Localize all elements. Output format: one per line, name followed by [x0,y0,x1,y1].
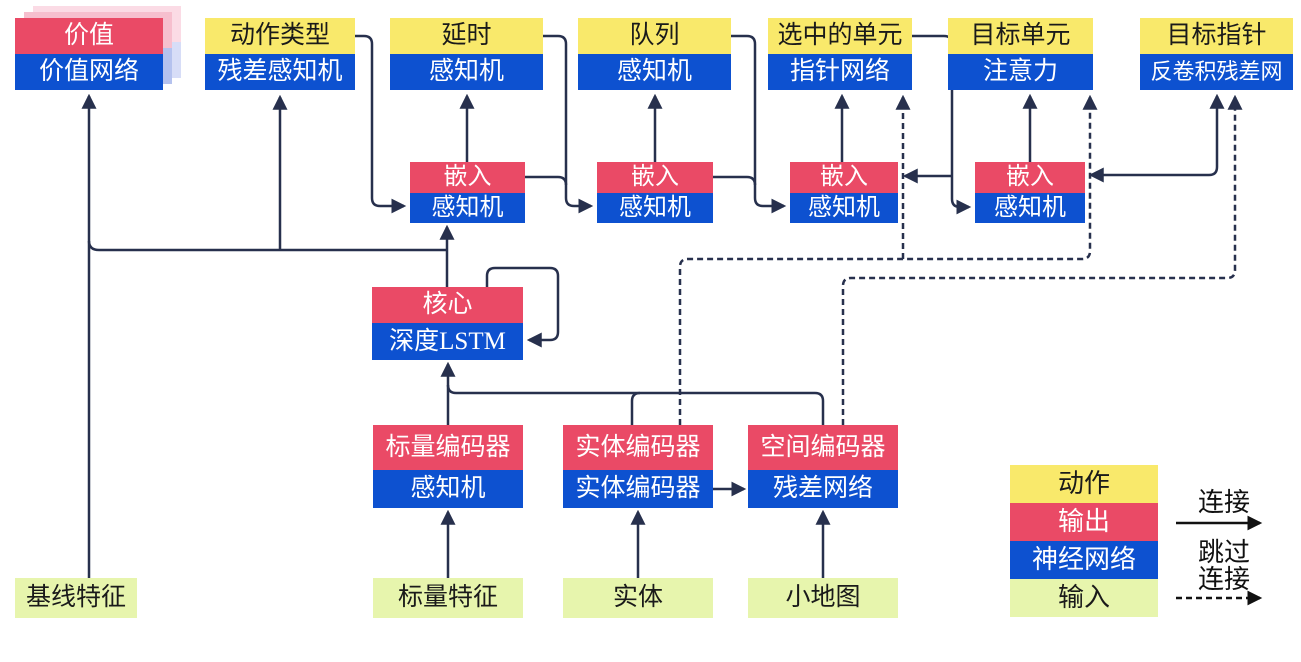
node-target-unit-header: 目标单元 [948,18,1093,54]
edge-embed2-merge [713,175,757,186]
node-entity-encoder-body: 实体编码器 [563,470,713,508]
legend-connection-label: 连接 [1197,488,1250,517]
node-core-header: 核心 [372,287,523,323]
node-selected-units: 选中的单元 指针网络 [768,18,912,90]
node-delay: 延时 感知机 [390,18,543,90]
edge-embed1-merge [525,175,568,186]
node-delay-body: 感知机 [390,54,543,90]
node-embed1: 嵌入 感知机 [410,162,525,223]
node-action-type-body: 残差感知机 [205,54,355,90]
node-spatial-encoder: 空间编码器 残差网络 [748,425,898,508]
node-embed3-body: 感知机 [790,193,898,223]
node-embed1-header: 嵌入 [410,162,525,193]
node-target-unit: 目标单元 注意力 [948,18,1093,90]
legend-action-swatch: 动作 [1010,465,1158,503]
input-baseline-features: 基线特征 [15,578,137,618]
node-target-point-body: 反卷积残差网 [1140,54,1293,90]
node-core: 核心 深度LSTM [372,287,523,360]
node-action-type: 动作类型 残差感知机 [205,18,355,90]
edge-entityenc-merge [630,391,641,425]
node-value-header: 价值 [15,18,163,54]
node-target-point: 目标指针 反卷积残差网 [1140,18,1293,90]
node-target-unit-body: 注意力 [948,54,1093,90]
skip-entityenc-to-targetunit [678,94,1098,425]
node-target-point-header: 目标指针 [1140,18,1293,54]
node-queue: 队列 感知机 [578,18,731,90]
node-embed2-body: 感知机 [597,193,713,223]
edge-embed4-targetpoint [1088,93,1225,183]
node-value-body: 价值网络 [15,54,163,90]
node-queue-body: 感知机 [578,54,731,90]
legend-output-swatch: 输出 [1010,503,1158,541]
input-minimap: 小地图 [748,578,898,618]
legend-skip-label-line1: 跳过 [1197,538,1250,567]
node-scalar-encoder-body: 感知机 [373,470,523,508]
node-delay-header: 延时 [390,18,543,54]
node-embed3: 嵌入 感知机 [790,162,898,223]
node-embed4: 嵌入 感知机 [975,162,1085,223]
node-embed4-header: 嵌入 [975,162,1085,193]
node-embed4-body: 感知机 [975,193,1085,223]
legend-color-key: 动作 输出 神经网络 输入 [1010,465,1158,617]
edge-spatialenc-merge [446,384,825,425]
node-selected-units-header: 选中的单元 [768,18,912,54]
node-scalar-encoder: 标量编码器 感知机 [373,425,523,508]
input-scalar-features: 标量特征 [373,578,523,618]
legend-network-swatch: 神经网络 [1010,541,1158,579]
node-value: 价值 价值网络 [15,18,163,90]
node-embed1-body: 感知机 [410,193,525,223]
node-selected-units-body: 指针网络 [768,54,912,90]
node-embed2: 嵌入 感知机 [597,162,713,223]
legend-skip-label-line2: 连接 [1197,565,1250,594]
input-entities: 实体 [563,578,713,618]
node-queue-header: 队列 [578,18,731,54]
legend-input-swatch: 输入 [1010,579,1158,617]
node-scalar-encoder-header: 标量编码器 [373,425,523,470]
node-core-body: 深度LSTM [372,323,523,360]
node-entity-encoder: 实体编码器 实体编码器 [563,425,713,508]
node-spatial-encoder-body: 残差网络 [748,470,898,508]
skip-spatialenc-to-targetpoint [841,94,1243,425]
node-embed3-header: 嵌入 [790,162,898,193]
node-entity-encoder-header: 实体编码器 [563,425,713,470]
node-spatial-encoder-header: 空间编码器 [748,425,898,470]
node-action-type-header: 动作类型 [205,18,355,54]
edge-core-branch-left [87,240,447,252]
node-embed2-header: 嵌入 [597,162,713,193]
